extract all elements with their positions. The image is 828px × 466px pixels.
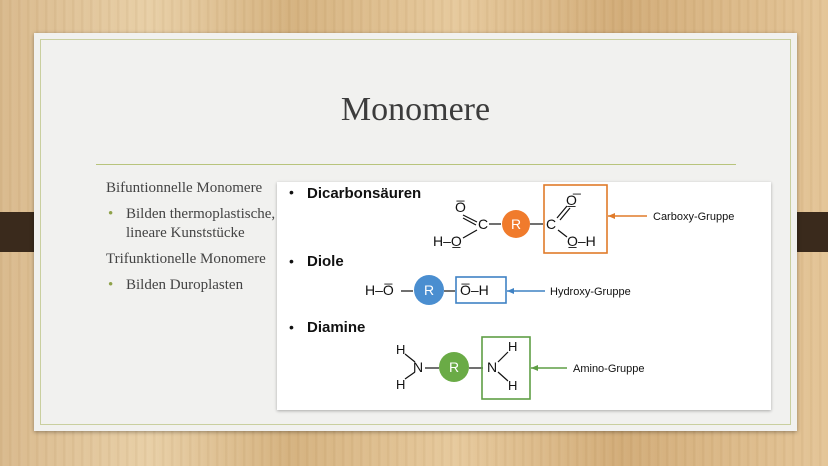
atom-o-h-diol-right: O̅–H [460,282,489,298]
hydroxy-group-box [455,276,507,304]
bond [556,205,568,219]
left-slide-tab [0,212,40,252]
atom-o-h-right: O̲–H [567,233,596,249]
section-label-diole: Diole [307,253,344,270]
atom-c-left: C [478,216,488,232]
bullet-text: Bilden thermoplastische, lineare Kunstst… [126,206,276,241]
atom-h-amine: H [396,377,405,392]
bond [497,351,509,363]
monomer-diagram: • Dicarbonsäuren O̅ H–O̲ C R C O̲̅ O̲–H … [289,184,734,400]
atom-h-amine: H [508,339,517,354]
arrow-head-icon [531,365,538,371]
bullet-dot-icon: • [108,277,114,293]
r-group-blue [414,275,444,305]
r-group-orange [502,210,530,238]
heading-trifunctional: Trifunktionelle Monomere [106,251,266,267]
arrow-head-icon [608,213,615,219]
bullet-text: Bilden Duroplasten [126,277,244,293]
heading-bifunctional: Bifuntionnelle Monomere [106,180,263,196]
atom-h-amine: H [508,378,517,393]
hydroxy-group-label: Hydroxy-Gruppe [550,286,631,298]
section-label-dicarbonsaeuren: Dicarbonsäuren [307,185,421,202]
atom-h-o-diol-left: H–O̅ [365,282,394,298]
r-label: R [511,216,521,232]
bond [404,371,416,380]
slide: Monomere Bifuntionnelle Monomere • Bilde… [34,33,797,431]
r-label: R [424,282,434,298]
carboxy-group-box [543,184,608,254]
bullet-dot-icon: • [289,253,294,269]
bond [559,207,571,221]
atom-n-left: N [413,359,423,375]
r-group-green [439,352,469,382]
amino-group-label: Amino-Gruppe [573,363,645,375]
atom-n-right: N [487,359,497,375]
bond [462,217,477,226]
arrow-head-icon [507,288,514,294]
left-text-block: Bifuntionnelle Monomere • Bilden thermop… [106,179,286,302]
bond [462,229,478,239]
bullet-item: • Bilden Duroplasten [106,276,286,295]
atom-o-top-left: O̅ [455,199,466,215]
bond [557,229,568,238]
bond [404,353,416,363]
section-label-diamine: Diamine [307,319,365,336]
r-label: R [449,359,459,375]
atom-c-right: C [546,216,556,232]
bond [462,214,478,223]
chemistry-figure: • Dicarbonsäuren O̅ H–O̲ C R C O̲̅ O̲–H … [277,182,771,410]
atom-h-amine: H [396,342,405,357]
carboxy-group-label: Carboxy-Gruppe [653,211,734,223]
amino-group-box [481,336,531,400]
slide-frame [40,39,791,425]
bond [497,371,509,382]
atom-o-top-right: O̲̅ [566,192,582,208]
title-divider [96,164,736,165]
bullet-dot-icon: • [289,184,294,200]
slide-title: Monomere [340,91,491,128]
atom-h-o-left: H–O̲ [433,233,462,249]
bullet-dot-icon: • [108,206,114,222]
bullet-dot-icon: • [289,319,294,335]
bullet-item: • Bilden thermoplastische, lineare Kunst… [106,205,286,243]
